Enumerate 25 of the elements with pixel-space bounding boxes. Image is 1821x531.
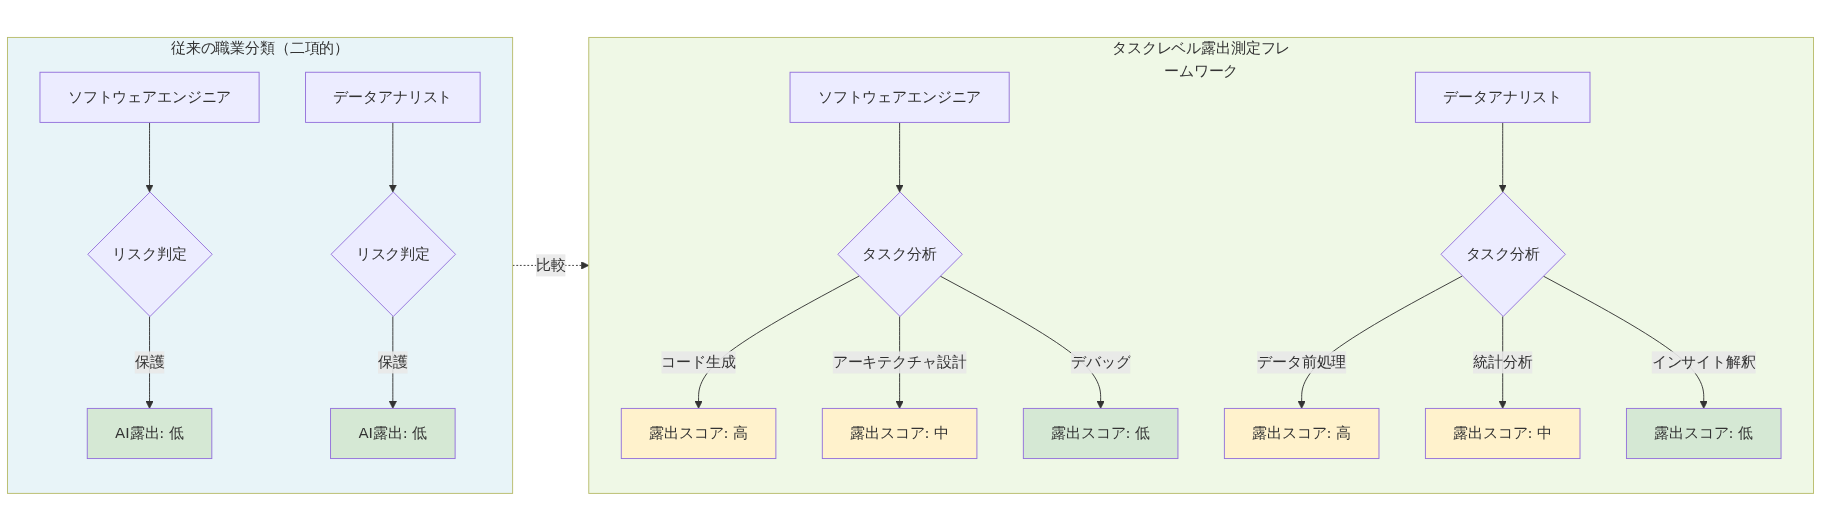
node-diamond: タスク分析 <box>837 191 963 318</box>
node-box: 露出スコア: 低 <box>1022 408 1179 460</box>
node-box: ソフトウェアエンジニア <box>39 71 260 123</box>
edge-label: 統計分析 <box>1472 353 1533 371</box>
node-box: 露出スコア: 高 <box>620 408 777 460</box>
edge-label: アーキテクチャ設計 <box>832 353 967 371</box>
edge-label: 保護 <box>377 353 408 371</box>
edge-label: 保護 <box>134 353 165 371</box>
node-box: 露出スコア: 低 <box>1625 408 1782 460</box>
node-box: 露出スコア: 中 <box>821 408 978 460</box>
node-box: データアナリスト <box>305 71 481 123</box>
node-diamond: タスク分析 <box>1440 191 1566 318</box>
node-box: データアナリスト <box>1414 71 1591 123</box>
node-box: ソフトウェアエンジニア <box>789 71 1010 123</box>
edge-label: 比較 <box>535 256 566 274</box>
edge-label: データ前処理 <box>1257 353 1347 371</box>
edge-label: デバッグ <box>1070 353 1131 371</box>
node-box: AI露出: 低 <box>330 408 456 460</box>
node-box: AI露出: 低 <box>86 408 213 460</box>
edge-label: コード生成 <box>661 353 736 371</box>
node-diamond: リスク判定 <box>87 191 213 318</box>
edge-label: インサイト解釈 <box>1651 353 1756 371</box>
node-box: 露出スコア: 中 <box>1424 408 1581 460</box>
node-diamond: リスク判定 <box>330 191 456 318</box>
node-box: 露出スコア: 高 <box>1223 408 1380 460</box>
